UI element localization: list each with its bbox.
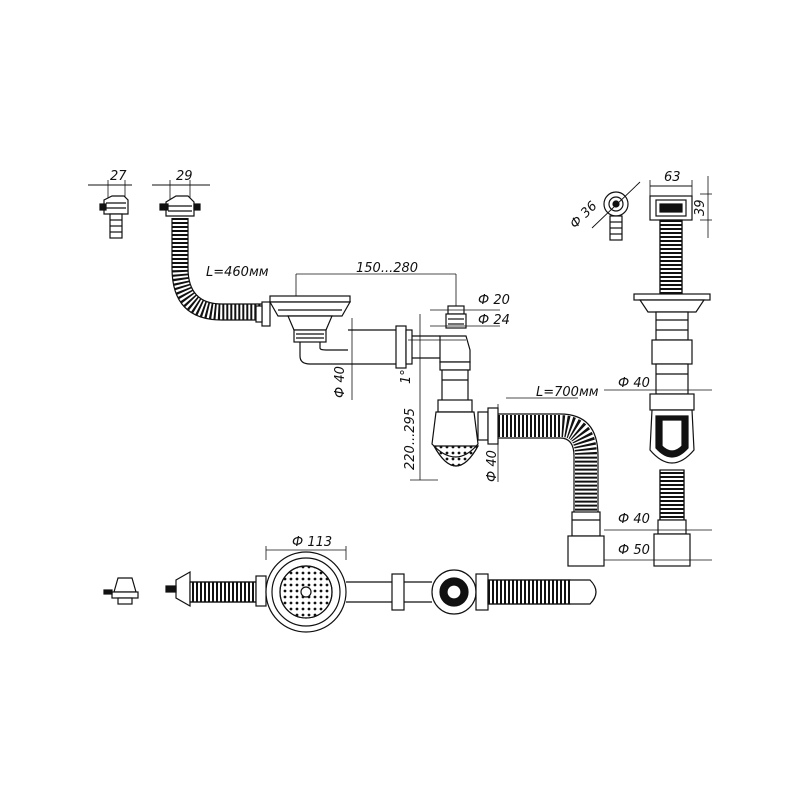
hose-left-460: [171, 218, 262, 321]
hose-right-700: [498, 413, 605, 567]
dim-phi-24: Ф 24: [478, 313, 510, 328]
plan-overflow: [165, 570, 267, 608]
plan-strainer: [265, 551, 347, 633]
dim-63: 63: [664, 170, 681, 185]
dim-span-150-280: 150...280: [356, 261, 419, 276]
dim-hose-left-length: L=460мм: [206, 265, 269, 280]
dim-hose-right-length: L=700мм: [536, 385, 599, 400]
dim-angle: 1°: [399, 369, 414, 384]
dim-phi-40-mid: Ф 40: [485, 450, 500, 482]
dim-height-220-295: 220...295: [403, 407, 418, 470]
dim-phi-40-left: Ф 40: [333, 366, 348, 398]
outlet-front-view: [591, 181, 641, 241]
vertical-hose-right: [633, 219, 711, 567]
sink-strainer: [255, 295, 352, 365]
dimension-lines: [265, 273, 712, 561]
dim-phi-20: Ф 20: [478, 293, 510, 308]
dim-phi-113: Ф 113: [292, 535, 333, 550]
plan-small-plug: [103, 577, 139, 605]
dim-29: 29: [176, 169, 193, 184]
dim-phi-40-bottom: Ф 40: [618, 512, 650, 527]
bottle-siphon: [431, 305, 499, 467]
dim-27: 27: [110, 169, 127, 184]
overflow-plug-side-view: [88, 180, 132, 239]
plan-pipe: [346, 569, 597, 615]
drain-pipe-horizontal: [348, 325, 440, 369]
dim-phi-40-side: Ф 40: [618, 376, 650, 391]
overflow-fitting-top: [152, 180, 210, 217]
dim-39: 39: [693, 199, 708, 216]
dim-phi-50: Ф 50: [618, 543, 650, 558]
